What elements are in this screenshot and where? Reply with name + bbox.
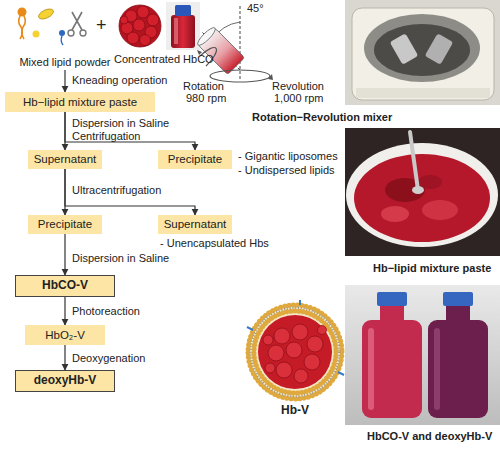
motion-label: 980 rpm [186, 92, 226, 104]
motion-label: 1,000 rpm [274, 92, 324, 104]
flow-arrow [64, 70, 65, 92]
node-text: deoxyHb-V [34, 374, 97, 387]
step-note: Ultracentrifugation [72, 184, 161, 196]
paste-photo [345, 128, 500, 256]
flow-arrow [65, 169, 195, 215]
motion-label: Rotation [183, 80, 224, 92]
step-note: Dispersion in Saline [72, 117, 169, 129]
node-text: Supernatant [164, 218, 227, 231]
hb-cluster [119, 5, 161, 47]
node-text: HbO₂-V [45, 329, 85, 342]
node-text: Precipitate [38, 218, 92, 231]
mixer-photo [345, 0, 500, 105]
liposome-illustration [247, 300, 344, 399]
flow-arrow [64, 234, 65, 275]
flow-arrow [64, 345, 65, 370]
mixer-schematic [195, 6, 273, 82]
flow-arrow [64, 297, 65, 325]
product-box: deoxyHb-V [15, 370, 115, 392]
hbco-bottle [166, 2, 200, 50]
node-text: Mixed lipid powder [19, 56, 110, 68]
angle-label: 45° [247, 2, 264, 14]
step-note: Centrifugation [72, 130, 141, 142]
bottles-photo [345, 285, 500, 425]
node-text: Hb−lipid mixture paste [23, 96, 137, 109]
edge-label: Kneading operation [72, 74, 167, 86]
process-box: HbO₂-V [25, 325, 105, 345]
start-label-node: Mixed lipid powder [10, 55, 120, 70]
removed-note: - Gigantic liposomes [238, 150, 338, 162]
photo-caption: Hb−lipid mixture paste [373, 262, 491, 274]
node-text: Supernatant [34, 153, 97, 166]
motion-label: Revolution [272, 80, 324, 92]
lipid-icon [18, 7, 87, 45]
flow-arrow [64, 169, 65, 215]
node-text: HbCO-V [42, 279, 88, 292]
removed-note: - Unencapsulated Hbs [160, 237, 269, 249]
flow-arrow [65, 112, 195, 150]
step-note: Dispersion in Saline [72, 252, 169, 264]
step-note: Photoreaction [72, 305, 140, 317]
photo-caption: HbCO-V and deoxyHb-V [367, 430, 492, 442]
process-box: Hb−lipid mixture paste [5, 92, 155, 112]
process-box: Supernatant [158, 215, 232, 234]
process-box: Supernatant [28, 150, 102, 169]
illustration-caption: Hb-V [270, 404, 320, 417]
process-box: Precipitate [28, 215, 102, 234]
photo-caption: Rotation−Revolution mixer [252, 111, 392, 123]
ingredient-label: Concentrated HbCO [114, 53, 214, 65]
flow-arrow [64, 112, 65, 150]
removed-note: - Undispersed lipids [238, 164, 335, 176]
plus-sign: + [96, 16, 107, 36]
step-note: Deoxygenation [72, 352, 145, 364]
product-box: HbCO-V [15, 275, 115, 297]
node-text: Precipitate [168, 153, 222, 166]
process-box: Precipitate [158, 150, 232, 169]
